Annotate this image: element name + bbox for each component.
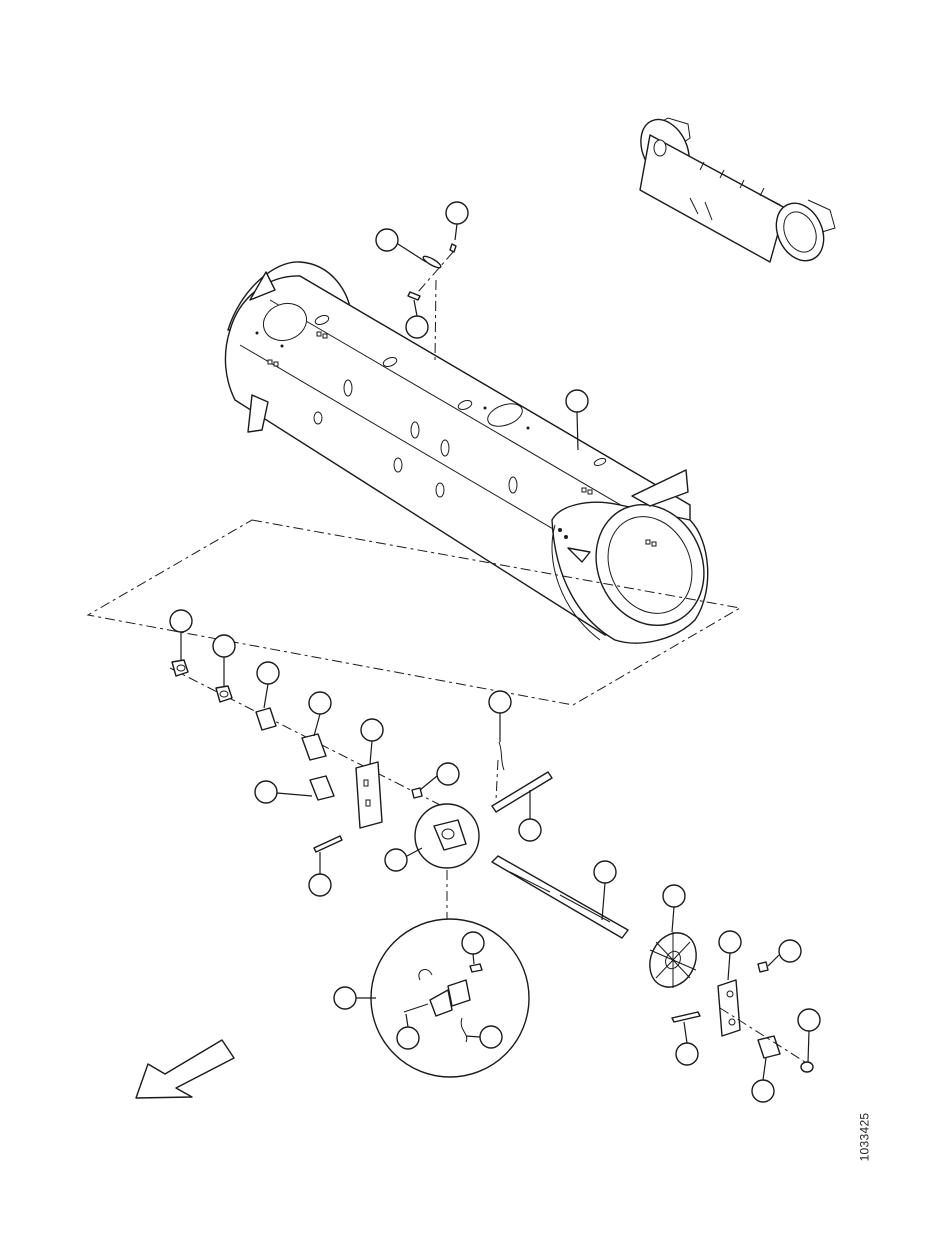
bushing-2 — [216, 686, 232, 702]
direction-arrow — [136, 1040, 234, 1098]
coupling-detail — [415, 804, 479, 920]
c-bushing-right-callout — [752, 1080, 774, 1102]
bushing-1 — [172, 660, 188, 676]
bolt-left — [314, 836, 342, 852]
figure-number: 1033425 — [857, 1113, 871, 1162]
c-detail-cclip-callout — [462, 932, 484, 954]
rod-assembly — [492, 742, 552, 812]
c-top-pin-callout — [446, 202, 468, 224]
nut-right — [758, 962, 768, 972]
cotter-pin — [499, 742, 504, 770]
bolt-right — [672, 1012, 700, 1022]
reference-thumbnail — [632, 112, 835, 269]
left-hardware-chain — [170, 660, 450, 852]
pin-shaft — [310, 776, 334, 800]
c-bolt-left-callout — [309, 874, 331, 896]
top-clip — [422, 254, 442, 269]
c-bracket-right-callout — [719, 931, 741, 953]
c-rod-callout — [519, 819, 541, 841]
c-stub-shaft-callout — [309, 692, 331, 714]
c-pin-shaft-callout — [255, 781, 277, 803]
c-drum-callout — [566, 390, 588, 412]
c-washer-right-callout — [798, 1009, 820, 1031]
c-main-shaft-callout — [594, 861, 616, 883]
c-spacer-callout — [257, 662, 279, 684]
c-nut-left-callout — [437, 763, 459, 785]
rod — [492, 772, 552, 812]
c-bushing-1-callout — [170, 610, 192, 632]
bracket-left — [356, 762, 382, 828]
drum-fin-left — [248, 395, 268, 432]
drum-assembly — [225, 262, 723, 643]
stub-shaft — [302, 734, 326, 760]
c-bushing-2-callout — [213, 635, 235, 657]
c-detail-main-callout — [334, 987, 356, 1009]
bracket-right — [718, 980, 740, 1036]
detail-circle — [371, 919, 529, 1077]
c-cotter-pin-callout — [489, 691, 511, 713]
c-detail-spring-callout — [480, 1026, 502, 1048]
spacer — [256, 708, 276, 730]
top-hardware — [408, 244, 456, 360]
top-pin — [450, 244, 456, 252]
c-top-clip-callout — [376, 229, 398, 251]
c-detail-screw-callout — [397, 1027, 419, 1049]
c-bracket-left-callout — [361, 719, 383, 741]
c-detail-ref-callout — [385, 849, 407, 871]
washer-right — [801, 1062, 813, 1072]
top-washer — [408, 292, 420, 300]
c-pulley-callout — [663, 885, 685, 907]
pulley — [641, 925, 705, 994]
c-nut-right-callout — [779, 940, 801, 962]
c-bolt-right-callout — [676, 1043, 698, 1065]
c-top-washer-callout — [406, 316, 428, 338]
